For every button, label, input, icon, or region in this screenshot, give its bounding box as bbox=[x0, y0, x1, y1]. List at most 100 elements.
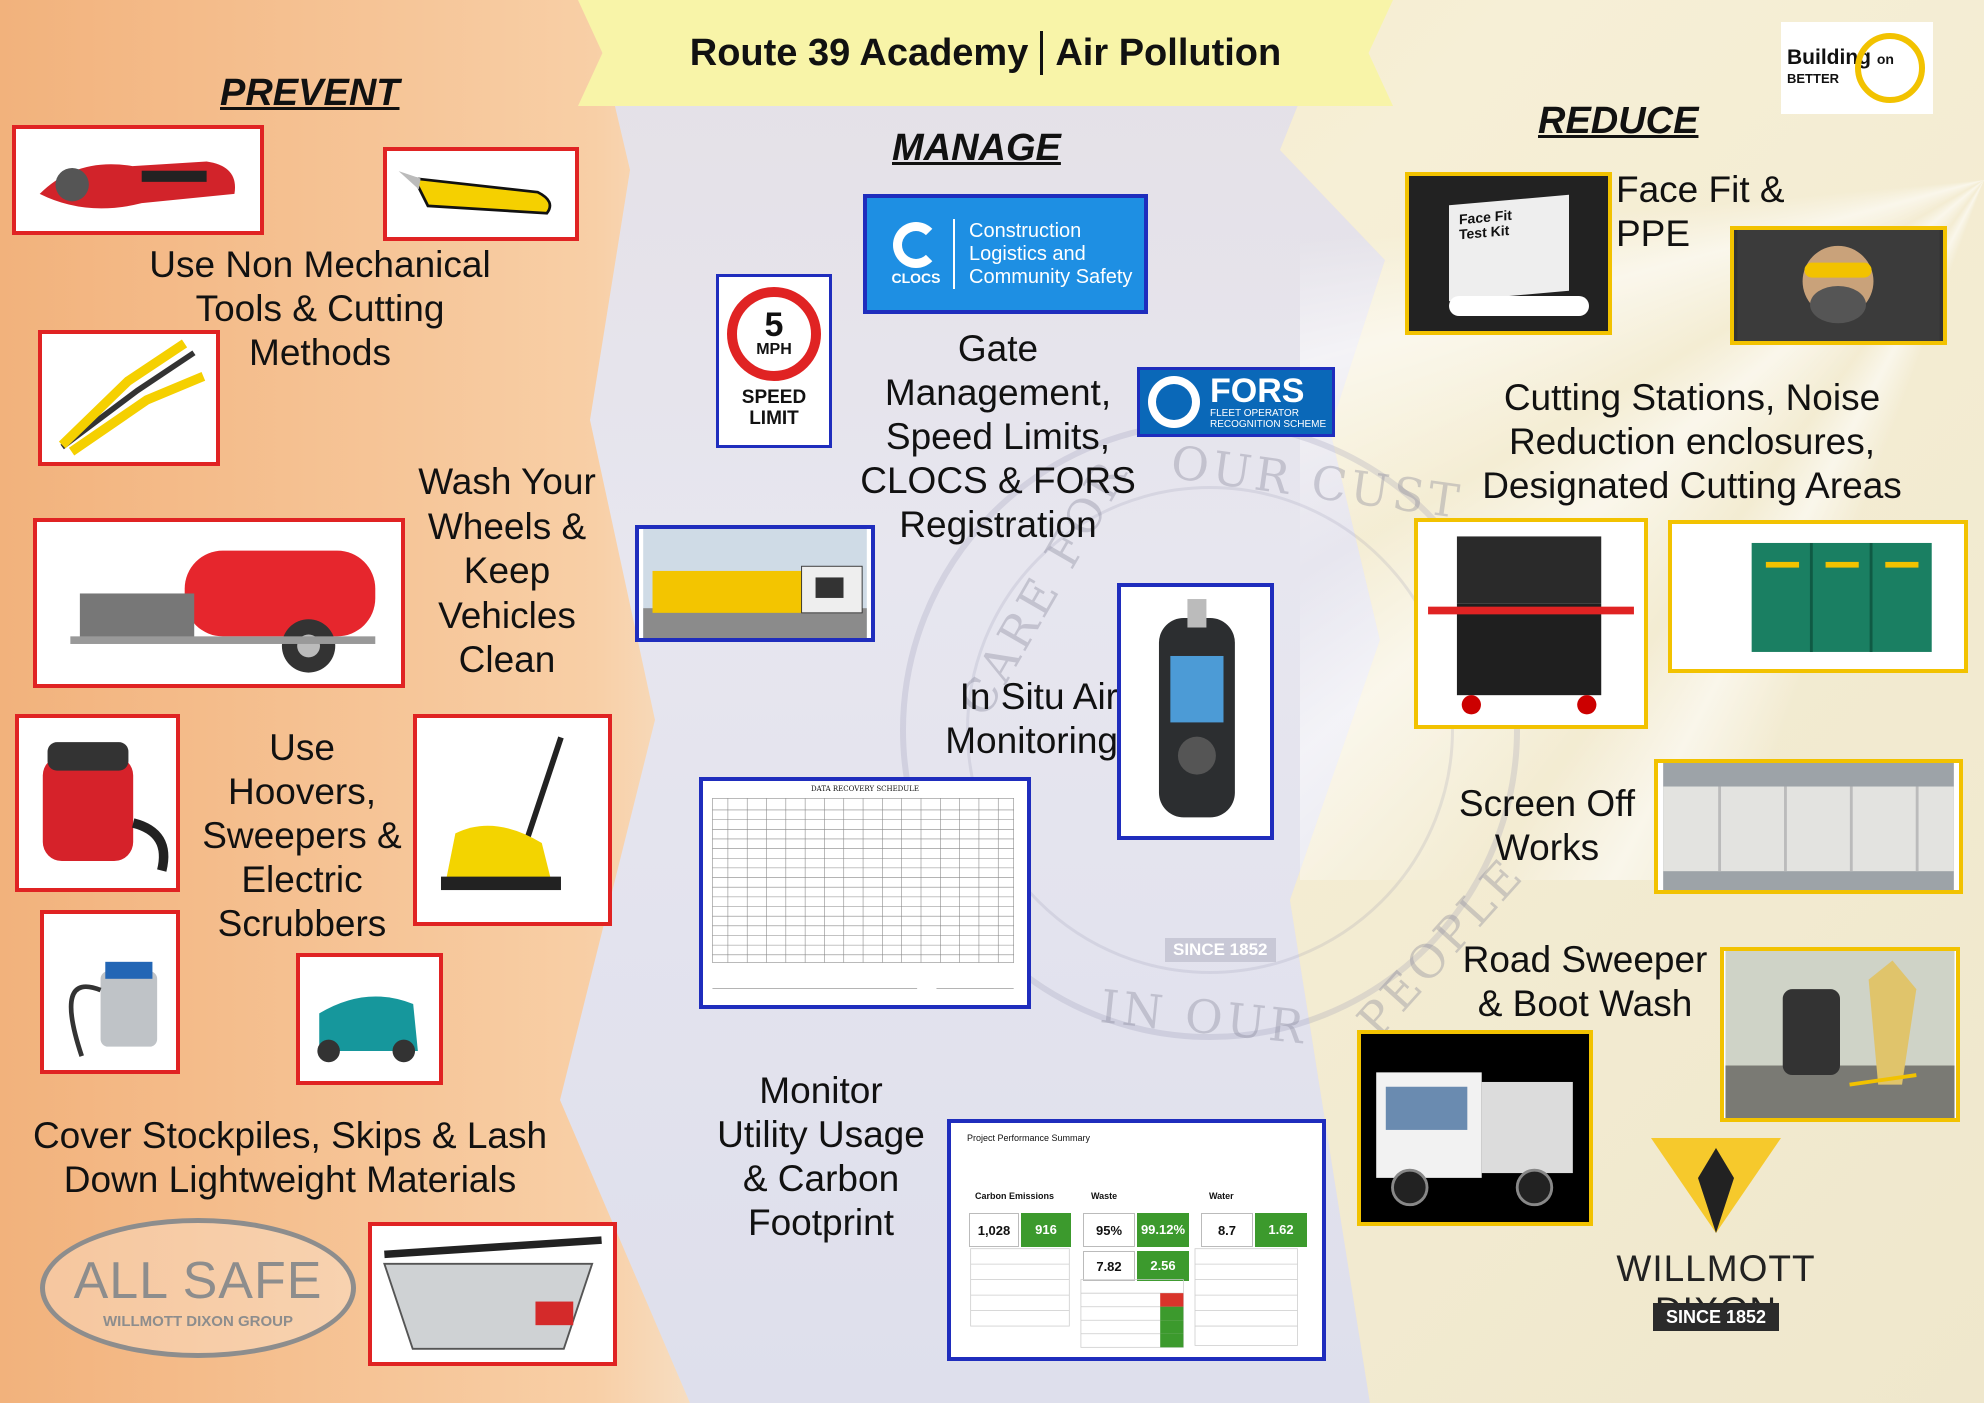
clocs-text-line: Community Safety bbox=[969, 265, 1133, 288]
caption-utility-line: Utility Usage bbox=[717, 1114, 925, 1155]
waste-performance-value-2: 2.56 bbox=[1137, 1251, 1189, 1281]
wet-vacuum-photo bbox=[40, 910, 180, 1074]
title-separator bbox=[1040, 31, 1044, 75]
heading-prevent: PREVENT bbox=[220, 72, 400, 114]
clocs-mark-text: CLOCS bbox=[891, 270, 941, 286]
performance-waste-label: Waste bbox=[1091, 1191, 1118, 1201]
caption-hoovers: Use Hoovers, Sweepers & Electric Scrubbe… bbox=[192, 726, 412, 946]
caption-cover: Cover Stockpiles, Skips & Lash Down Ligh… bbox=[10, 1114, 570, 1202]
caption-gate-line: Registration bbox=[899, 504, 1097, 545]
watermark-since-badge: SINCE 1852 bbox=[1165, 938, 1276, 962]
road-sweeper-photo bbox=[1357, 1030, 1593, 1226]
caption-utility-line: Monitor bbox=[759, 1070, 883, 1111]
caption-air: In Situ Air Monitoring bbox=[918, 675, 1118, 763]
boo-word-better: BETTER bbox=[1787, 70, 1839, 86]
boo-word-building: Building bbox=[1787, 45, 1871, 69]
site-gate-cabin-photo bbox=[635, 525, 875, 642]
caption-wash-line: Clean bbox=[458, 639, 556, 680]
caption-gate-line: Management, bbox=[884, 372, 1112, 413]
utility-knife-photo bbox=[383, 147, 579, 241]
performance-title: Project Performance Summary bbox=[967, 1133, 1091, 1143]
caption-hoovers-line: Hoovers, bbox=[227, 771, 377, 812]
all-safe-subtitle: WILLMOTT DIXON GROUP bbox=[103, 1313, 293, 1330]
willmott-dixon-mark-icon bbox=[1651, 1138, 1781, 1233]
caption-facefit-line: PPE bbox=[1616, 213, 1691, 254]
performance-summary-photo: Project Performance Summary Carbon Emiss… bbox=[947, 1119, 1326, 1361]
caption-wash-line: Vehicles bbox=[438, 594, 576, 636]
caption-gate-line: CLOCS & FORS bbox=[860, 460, 1136, 501]
caption-facefit-line: Face Fit & bbox=[1616, 169, 1785, 210]
pipe-cutter-photo bbox=[12, 125, 264, 235]
willmott-dixon-since: SINCE 1852 bbox=[1653, 1303, 1779, 1331]
fors-subtitle: RECOGNITION SCHEME bbox=[1210, 419, 1327, 430]
caption-tools-line: Methods bbox=[249, 332, 391, 373]
caption-wash-line: Wash Your bbox=[418, 461, 596, 502]
boo-ring-icon bbox=[1855, 33, 1925, 103]
caption-cutting-line: Reduction enclosures, bbox=[1508, 421, 1876, 462]
hoarding-screen-photo bbox=[1654, 759, 1963, 894]
caption-cover-line: Cover Stockpiles, Skips & Lash bbox=[32, 1115, 548, 1156]
title-banner: Route 39 Academy Air Pollution bbox=[578, 0, 1393, 106]
speed-limit-label: LIMIT bbox=[749, 408, 799, 429]
speed-limit-number: 5 bbox=[764, 306, 784, 344]
data-recovery-schedule-photo: DATA RECOVERY SCHEDULE bbox=[699, 777, 1031, 1009]
caption-utility-line: Footprint bbox=[747, 1202, 894, 1243]
all-safe-name: ALL SAFE bbox=[73, 1252, 323, 1310]
caption-gate-line: Gate bbox=[957, 328, 1039, 369]
waste-target-value: 95% bbox=[1083, 1213, 1135, 1247]
boot-wash-photo bbox=[1720, 947, 1960, 1122]
title-school: Route 39 Academy bbox=[689, 31, 1029, 74]
caption-hoovers-line: Use bbox=[269, 727, 335, 768]
caption-sweeper: Road Sweeper & Boot Wash bbox=[1450, 938, 1720, 1026]
waste-performance-value: 99.12% bbox=[1137, 1213, 1189, 1247]
heading-reduce: REDUCE bbox=[1538, 100, 1699, 142]
caption-tools-line: Use Non Mechanical bbox=[149, 244, 491, 285]
caption-air-line: In Situ Air bbox=[959, 676, 1118, 717]
clocs-logo: CLOCS Construction Logistics and Communi… bbox=[863, 194, 1148, 314]
caption-utility: Monitor Utility Usage & Carbon Footprint bbox=[705, 1069, 937, 1245]
caption-screen-line: Screen Off bbox=[1458, 783, 1636, 824]
heading-manage: MANAGE bbox=[892, 127, 1061, 169]
schedule-title: DATA RECOVERY SCHEDULE bbox=[811, 785, 919, 793]
caption-facefit: Face Fit & PPE bbox=[1616, 168, 1798, 256]
air-monitor-photo bbox=[1117, 583, 1274, 840]
willmott-dixon-logo: WILLMOTT DIXON SINCE 1852 bbox=[1556, 1133, 1876, 1331]
caption-hoovers-line: Sweepers & bbox=[202, 815, 402, 856]
caption-gate: Gate Management, Speed Limits, CLOCS & F… bbox=[848, 327, 1148, 547]
speed-limit-unit: MPH bbox=[756, 341, 792, 358]
title-topic: Air Pollution bbox=[1055, 31, 1282, 74]
bowser-washer-photo bbox=[33, 518, 405, 688]
caption-screen: Screen Off Works bbox=[1444, 782, 1650, 870]
push-sweeper-photo bbox=[413, 714, 612, 926]
caption-cutting-line: Cutting Stations, Noise bbox=[1503, 377, 1881, 418]
carbon-performance-value: 916 bbox=[1021, 1213, 1071, 1247]
floor-scrubber-photo bbox=[296, 953, 443, 1085]
clocs-text-line: Construction bbox=[969, 219, 1082, 242]
caption-wash: Wash Your Wheels & Keep Vehicles Clean bbox=[398, 460, 616, 683]
caption-cutting: Cutting Stations, Noise Reduction enclos… bbox=[1466, 376, 1918, 508]
fors-wave-icon bbox=[1148, 376, 1200, 428]
respirator-ppe-photo bbox=[1730, 226, 1947, 345]
caption-hoovers-line: Scrubbers bbox=[217, 903, 387, 944]
water-target-value: 8.7 bbox=[1201, 1213, 1253, 1247]
caption-gate-line: Speed Limits, bbox=[885, 416, 1111, 457]
fors-logo: FORS FLEET OPERATOR RECOGNITION SCHEME bbox=[1137, 367, 1335, 437]
speed-limit-sign: 5 MPH SPEED LIMIT bbox=[716, 274, 832, 448]
caption-utility-line: & Carbon bbox=[742, 1158, 900, 1199]
waste-target-value-2: 7.82 bbox=[1083, 1251, 1135, 1281]
tin-snips-photo bbox=[38, 330, 220, 466]
noise-enclosure-photo bbox=[1668, 520, 1968, 673]
performance-carbon-label: Carbon Emissions bbox=[975, 1191, 1055, 1201]
caption-cover-line: Down Lightweight Materials bbox=[63, 1159, 517, 1200]
caption-tools: Use Non Mechanical Tools & Cutting Metho… bbox=[135, 243, 505, 375]
clocs-c-icon bbox=[893, 222, 939, 268]
face-fit-kit-photo: Face Fit Test Kit bbox=[1405, 172, 1612, 335]
caption-air-line: Monitoring bbox=[945, 720, 1118, 761]
flex-vacuum-photo bbox=[15, 714, 180, 892]
clocs-text-line: Logistics and bbox=[969, 242, 1086, 265]
fors-subtitle: FLEET OPERATOR bbox=[1210, 408, 1299, 419]
caption-wash-line: Keep bbox=[463, 550, 551, 591]
caption-cutting-line: Designated Cutting Areas bbox=[1482, 465, 1902, 506]
water-performance-value: 1.62 bbox=[1255, 1213, 1307, 1247]
caption-hoovers-line: Electric bbox=[241, 859, 363, 900]
